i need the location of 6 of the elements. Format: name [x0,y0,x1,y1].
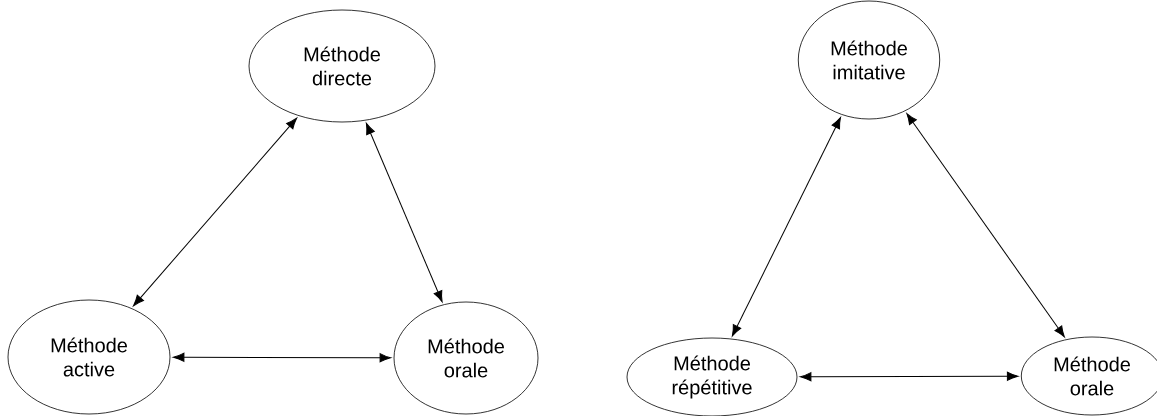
double-arrow [172,352,392,363]
double-arrow [133,117,298,307]
double-arrow [365,122,443,303]
double-arrow [906,113,1065,338]
double-arrow [731,117,841,337]
double-arrow [799,371,1019,382]
